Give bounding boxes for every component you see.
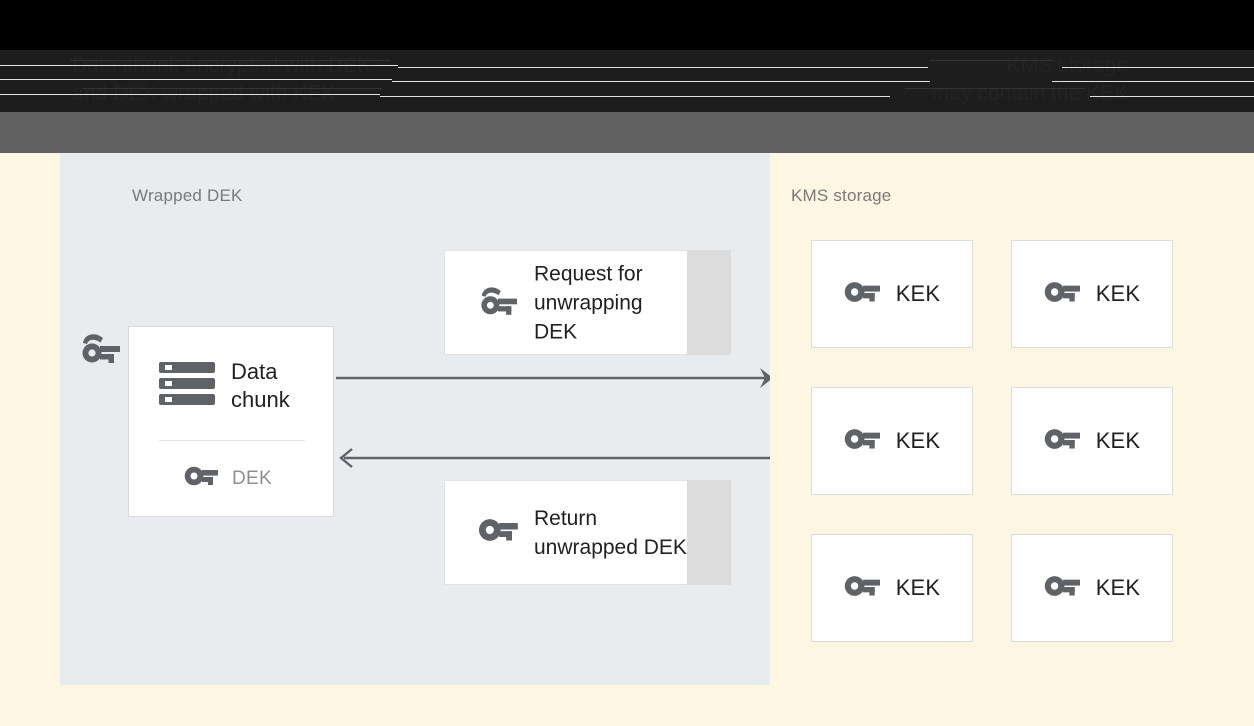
dek-label: DEK (232, 467, 272, 489)
data-chunk-card[interactable]: Data chunk DEK (128, 326, 334, 517)
request-message-inner: Request for unwrapping DEK (478, 259, 687, 346)
data-chunk-key-row: DEK (184, 464, 272, 493)
scan-line (380, 96, 890, 97)
kek-card[interactable]: KEK (1011, 387, 1173, 495)
key-icon (184, 464, 218, 493)
scan-line (1090, 96, 1254, 97)
return-message-text: Return unwrapped DEK (534, 506, 687, 559)
kek-card[interactable]: KEK (1011, 240, 1173, 348)
kek-label: KEK (895, 575, 941, 600)
request-message-text: Request for unwrapping DEK (534, 262, 643, 343)
wrapped-key-icon (478, 283, 518, 322)
scan-line (930, 60, 1054, 61)
return-message-card[interactable]: Return unwrapped DEK (444, 480, 731, 585)
key-icon (844, 279, 880, 310)
kek-card[interactable]: KEK (811, 240, 973, 348)
kek-card[interactable]: KEK (1011, 534, 1173, 642)
kek-label: KEK (1095, 575, 1141, 600)
data-chunk-title: Data chunk (231, 359, 290, 412)
header-caption-band: Data chunk encrypted with DEK and DEK wr… (0, 50, 1254, 112)
scan-line (70, 60, 390, 61)
scan-line (905, 88, 1085, 89)
scan-line (1062, 67, 1254, 68)
kek-label: KEK (1095, 281, 1141, 306)
kms-storage-label: KMS storage (791, 186, 892, 205)
request-message-card[interactable]: Request for unwrapping DEK (444, 250, 731, 355)
scan-line (0, 65, 398, 66)
storage-chunk-icon (159, 359, 215, 414)
kek-label: KEK (895, 281, 941, 306)
key-icon (844, 573, 880, 604)
diagram-canvas: Wrapped DEK (0, 153, 1254, 726)
wrapped-dek-label: Wrapped DEK (132, 186, 243, 205)
data-chunk-divider (159, 440, 305, 441)
scan-line (0, 79, 392, 80)
key-icon (844, 426, 880, 457)
scan-line (82, 88, 382, 89)
header-gray-bar (0, 112, 1254, 153)
scan-line (392, 81, 930, 82)
kek-grid: KEK KEK (811, 240, 1173, 642)
kek-label: KEK (1095, 428, 1141, 453)
header-black-bar (0, 0, 1254, 50)
scan-line (0, 94, 380, 95)
return-message-inner: Return unwrapped DEK (478, 504, 687, 562)
scan-line (398, 67, 928, 68)
data-chunk-header: Data chunk (159, 358, 290, 414)
caption-right-text: KMS storage may contain the KEK (931, 54, 1128, 105)
key-icon (1044, 279, 1080, 310)
key-icon (1044, 573, 1080, 604)
wrapped-key-icon (79, 331, 121, 370)
key-icon (478, 516, 518, 549)
kek-card[interactable]: KEK (811, 387, 973, 495)
key-icon (1044, 426, 1080, 457)
scan-line (1052, 81, 1254, 82)
kek-card[interactable]: KEK (811, 534, 973, 642)
kek-label: KEK (895, 428, 941, 453)
